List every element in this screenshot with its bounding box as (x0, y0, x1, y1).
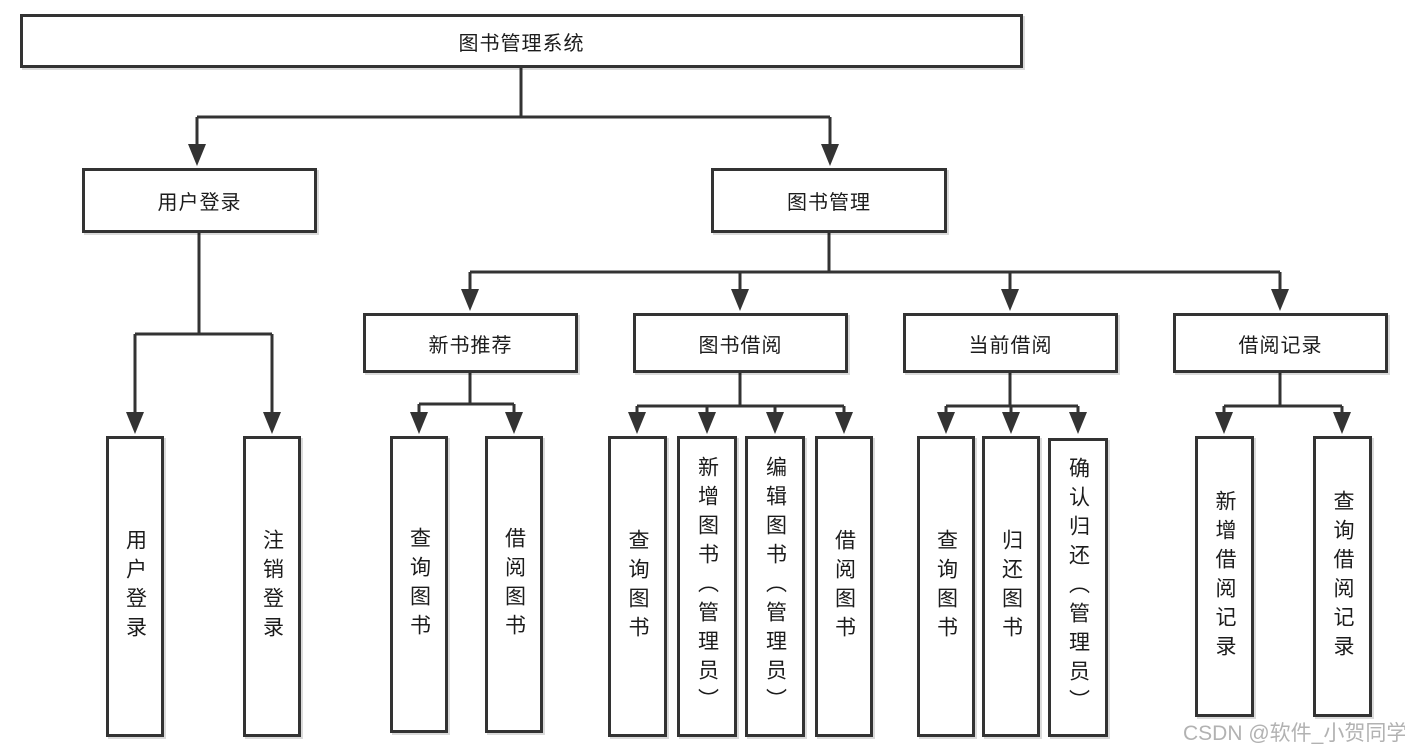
leaf-borrow-books-2: 借阅图书 (815, 436, 873, 737)
leaf-add-borrow-record: 新增借阅记录 (1195, 436, 1254, 717)
leaf-return-books-label: 归还图书 (999, 528, 1023, 645)
leaf-add-books-admin: 新增图书（管理员） (677, 436, 737, 737)
node-borrow-records-label: 借阅记录 (1238, 334, 1323, 357)
leaf-user-login-label: 用户登录 (123, 528, 147, 645)
leaf-confirm-return-admin-label: 确认归还（管理员） (1066, 457, 1090, 718)
leaf-query-borrow-record: 查询借阅记录 (1313, 436, 1372, 717)
node-new-book-recommend: 新书推荐 (363, 313, 578, 373)
arrowhead (1001, 289, 1019, 311)
node-current-borrow: 当前借阅 (903, 313, 1118, 373)
node-user-login-label: 用户登录 (157, 192, 242, 214)
leaf-query-books-3-label: 查询图书 (934, 528, 958, 645)
arrowhead (766, 412, 784, 434)
leaf-add-books-admin-label: 新增图书（管理员） (695, 456, 719, 717)
node-borrow-records: 借阅记录 (1173, 313, 1388, 373)
arrowhead (1002, 412, 1020, 434)
node-root-label: 图书管理系统 (458, 32, 585, 55)
arrowhead (628, 412, 646, 434)
leaf-confirm-return-admin: 确认归还（管理员） (1048, 438, 1108, 737)
arrowhead (1069, 412, 1087, 434)
node-root: 图书管理系统 (20, 14, 1023, 68)
leaf-query-books-2-label: 查询图书 (626, 528, 649, 645)
arrowhead (1333, 412, 1351, 434)
arrowhead (461, 289, 479, 311)
leaf-edit-books-admin: 编辑图书（管理员） (745, 436, 805, 737)
arrowhead (937, 412, 955, 434)
arrowhead (1215, 412, 1233, 434)
node-book-management: 图书管理 (711, 168, 947, 233)
leaf-query-borrow-record-label: 查询借阅记录 (1331, 489, 1354, 664)
node-current-borrow-label: 当前借阅 (968, 334, 1053, 357)
leaf-query-books-3: 查询图书 (917, 436, 975, 737)
arrowhead (505, 412, 523, 434)
arrowhead (698, 412, 716, 434)
arrowhead (835, 412, 853, 434)
leaf-logout-label: 注销登录 (260, 528, 284, 645)
leaf-borrow-books-1: 借阅图书 (485, 436, 543, 733)
leaf-query-books-1: 查询图书 (390, 436, 448, 733)
leaf-return-books: 归还图书 (982, 436, 1040, 737)
arrowhead (126, 412, 144, 434)
connector-path (133, 68, 1344, 413)
node-book-management-label: 图书管理 (787, 192, 871, 214)
leaf-query-books-1-label: 查询图书 (407, 526, 431, 643)
leaf-query-books-2: 查询图书 (608, 436, 667, 737)
node-book-borrow: 图书借阅 (633, 313, 848, 373)
leaf-borrow-books-2-label: 借阅图书 (832, 528, 856, 645)
node-user-login: 用户登录 (82, 168, 317, 233)
leaf-logout: 注销登录 (243, 436, 301, 737)
leaf-add-borrow-record-label: 新增借阅记录 (1213, 489, 1236, 664)
arrowhead (263, 412, 281, 434)
leaf-user-login: 用户登录 (106, 436, 164, 737)
node-book-borrow-label: 图书借阅 (698, 334, 783, 357)
arrowhead (731, 289, 749, 311)
leaf-edit-books-admin-label: 编辑图书（管理员） (763, 456, 787, 717)
node-new-book-recommend-label: 新书推荐 (428, 334, 513, 357)
arrowhead (188, 144, 206, 166)
arrowhead (821, 144, 839, 166)
csdn-watermark: CSDN @软件_小贺同学 (1183, 722, 1405, 745)
leaf-borrow-books-1-label: 借阅图书 (502, 526, 526, 643)
arrowhead (1271, 289, 1289, 311)
arrowhead (410, 412, 428, 434)
